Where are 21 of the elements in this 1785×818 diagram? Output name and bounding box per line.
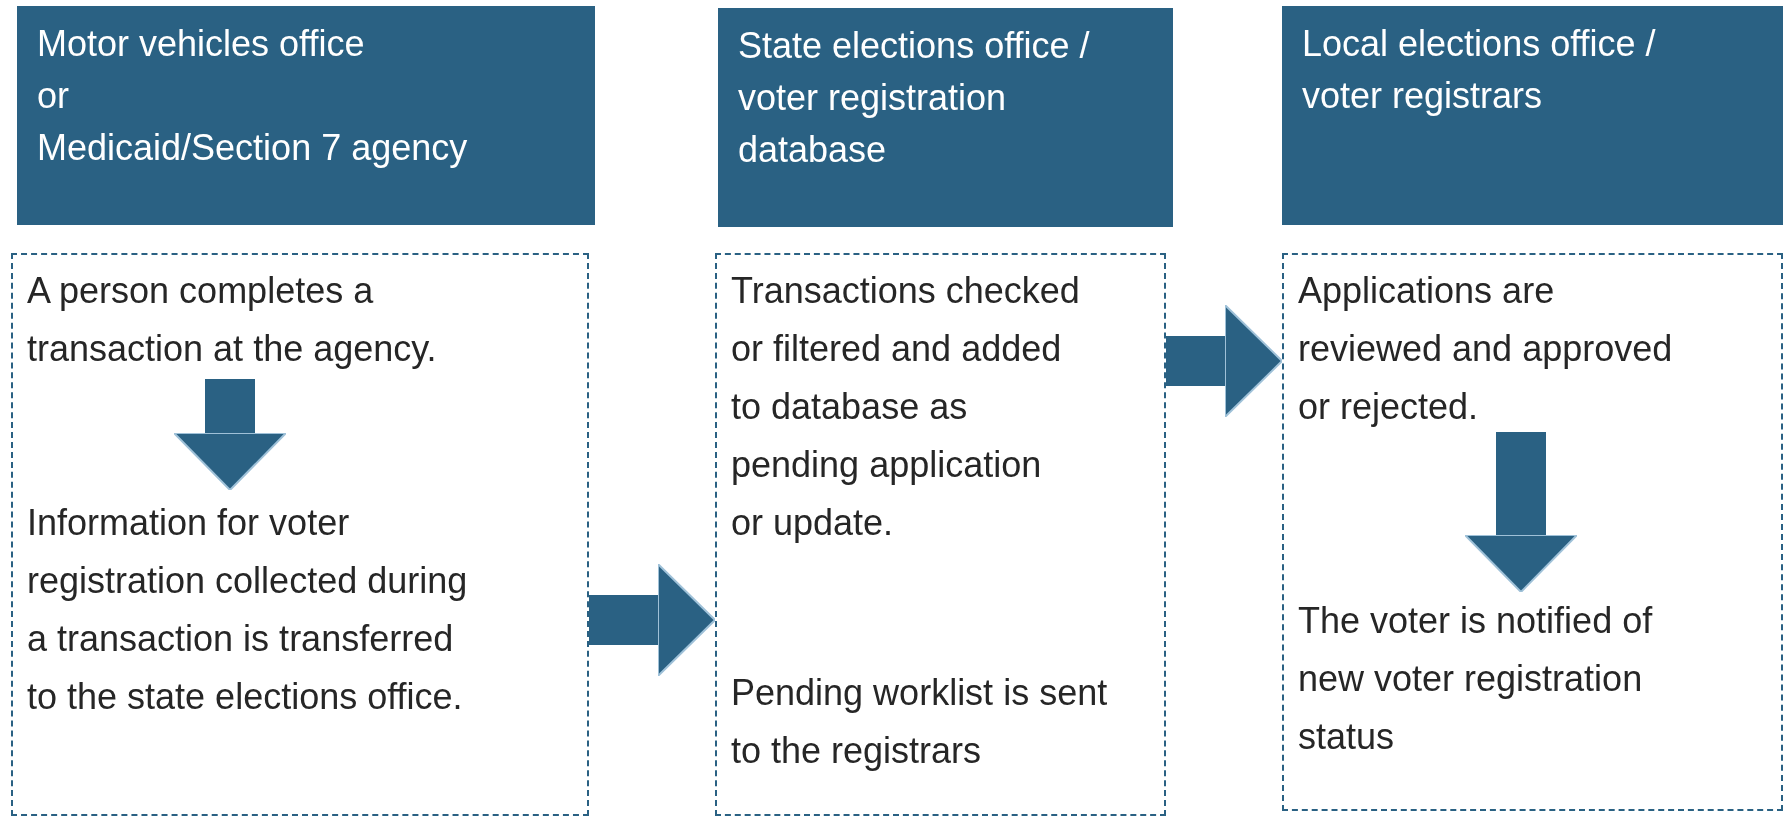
step-text: A person completes a transaction at the agency. (27, 262, 497, 379)
header-text: or (37, 74, 70, 118)
header-text: State elections office / voter registration database (738, 24, 1091, 172)
header-text: Local elections office / voter registrars (1302, 22, 1657, 118)
block-arrow (1166, 304, 1283, 418)
step-text: Transactions checked or filtered and added to database as pending application or update. (731, 262, 1081, 622)
header-box (718, 8, 1173, 227)
dashed-panel (1282, 253, 1783, 811)
block-arrow (173, 379, 287, 491)
header-text: Motor vehicles office (37, 22, 366, 66)
step-text: The voter is notified of new voter registration status (1298, 592, 1708, 792)
step-text: Applications are reviewed and approved or rejected. (1298, 262, 1703, 432)
dashed-panel (715, 253, 1166, 816)
block-arrow (1464, 432, 1578, 593)
dashed-panel (11, 253, 589, 816)
header-box (1282, 6, 1783, 225)
header-box (17, 6, 595, 225)
step-text: Pending worklist is sent to the registrars (731, 664, 1121, 789)
step-text: Information for voter registration collected during a transaction is transferred to the state elections office. (27, 490, 482, 800)
header-text: Medicaid/Section 7 agency (37, 126, 469, 170)
block-arrow (589, 563, 716, 677)
